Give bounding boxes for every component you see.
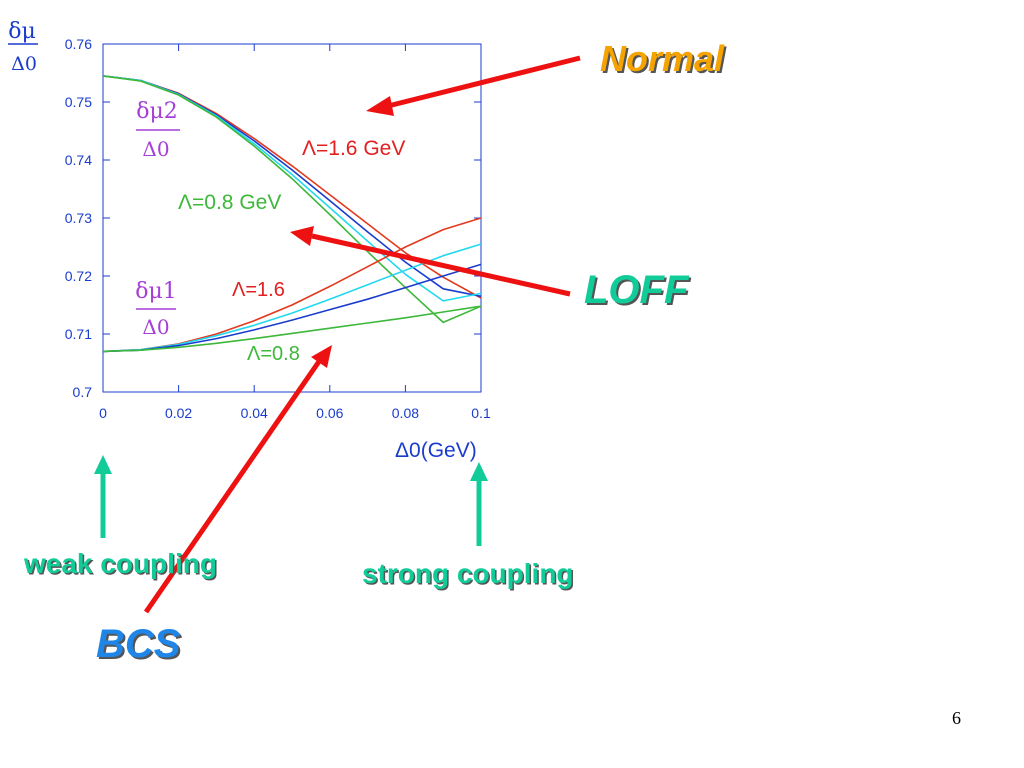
x-tick-label: 0.08 — [392, 405, 419, 421]
annotation-lambda08: Λ=0.8 — [247, 343, 300, 365]
loff-label: LOFF — [584, 268, 689, 312]
y-tick-label: 0.74 — [65, 152, 92, 168]
weak-coupling-label: weak coupling — [24, 548, 217, 579]
x-tick-label: 0.02 — [165, 405, 192, 421]
arrow-loff — [290, 226, 571, 297]
x-tick-label: 0.04 — [241, 405, 268, 421]
y-tick-label: 0.75 — [65, 94, 92, 110]
annotation-lambda16-gev: Λ=1.6 GeV — [302, 137, 405, 160]
y-tick-label: 0.71 — [65, 326, 92, 342]
arrow-weak-coupling — [94, 455, 112, 538]
series-layer — [102, 75, 482, 353]
strong-coupling-label: strong coupling — [362, 558, 574, 589]
x-tick-label: 0.06 — [316, 405, 343, 421]
y-axis-label-numerator: δμ — [8, 19, 36, 44]
x-ticks: 0 0.02 0.04 0.06 0.08 0.1 — [99, 44, 491, 421]
series-line-3 — [102, 75, 482, 324]
y-axis-label-denominator: Δ0 — [11, 53, 37, 75]
arrow-bcs — [143, 345, 332, 614]
y-tick-label: 0.76 — [65, 36, 92, 52]
y-tick-label: 0.7 — [73, 384, 93, 400]
bcs-label: BCS — [96, 622, 181, 666]
normal-label: Normal — [600, 38, 725, 79]
series-line-7 — [102, 305, 482, 353]
annotation-dmu1-numerator: δμ1 — [135, 279, 177, 304]
page-number: 6 — [952, 708, 961, 728]
y-ticks: 0.7 0.71 0.72 0.73 0.74 0.75 0.76 — [65, 36, 481, 400]
x-tick-label: 0.1 — [471, 405, 491, 421]
annotation-dmu2-denominator: Δ0 — [142, 137, 169, 161]
x-tick-label: 0 — [99, 405, 107, 421]
arrow-normal — [366, 55, 581, 116]
y-tick-label: 0.73 — [65, 210, 92, 226]
annotation-lambda16: Λ=1.6 — [232, 279, 285, 301]
series-line-5 — [102, 243, 482, 353]
arrow-strong-coupling — [470, 462, 488, 546]
y-tick-label: 0.72 — [65, 268, 92, 284]
annotation-dmu2-numerator: δμ2 — [136, 99, 178, 124]
annotation-dmu1-denominator: Δ0 — [142, 315, 169, 339]
x-axis-label: Δ0(GeV) — [395, 439, 477, 462]
annotation-lambda08-gev: Λ=0.8 GeV — [178, 191, 281, 214]
series-line-6 — [102, 263, 482, 353]
